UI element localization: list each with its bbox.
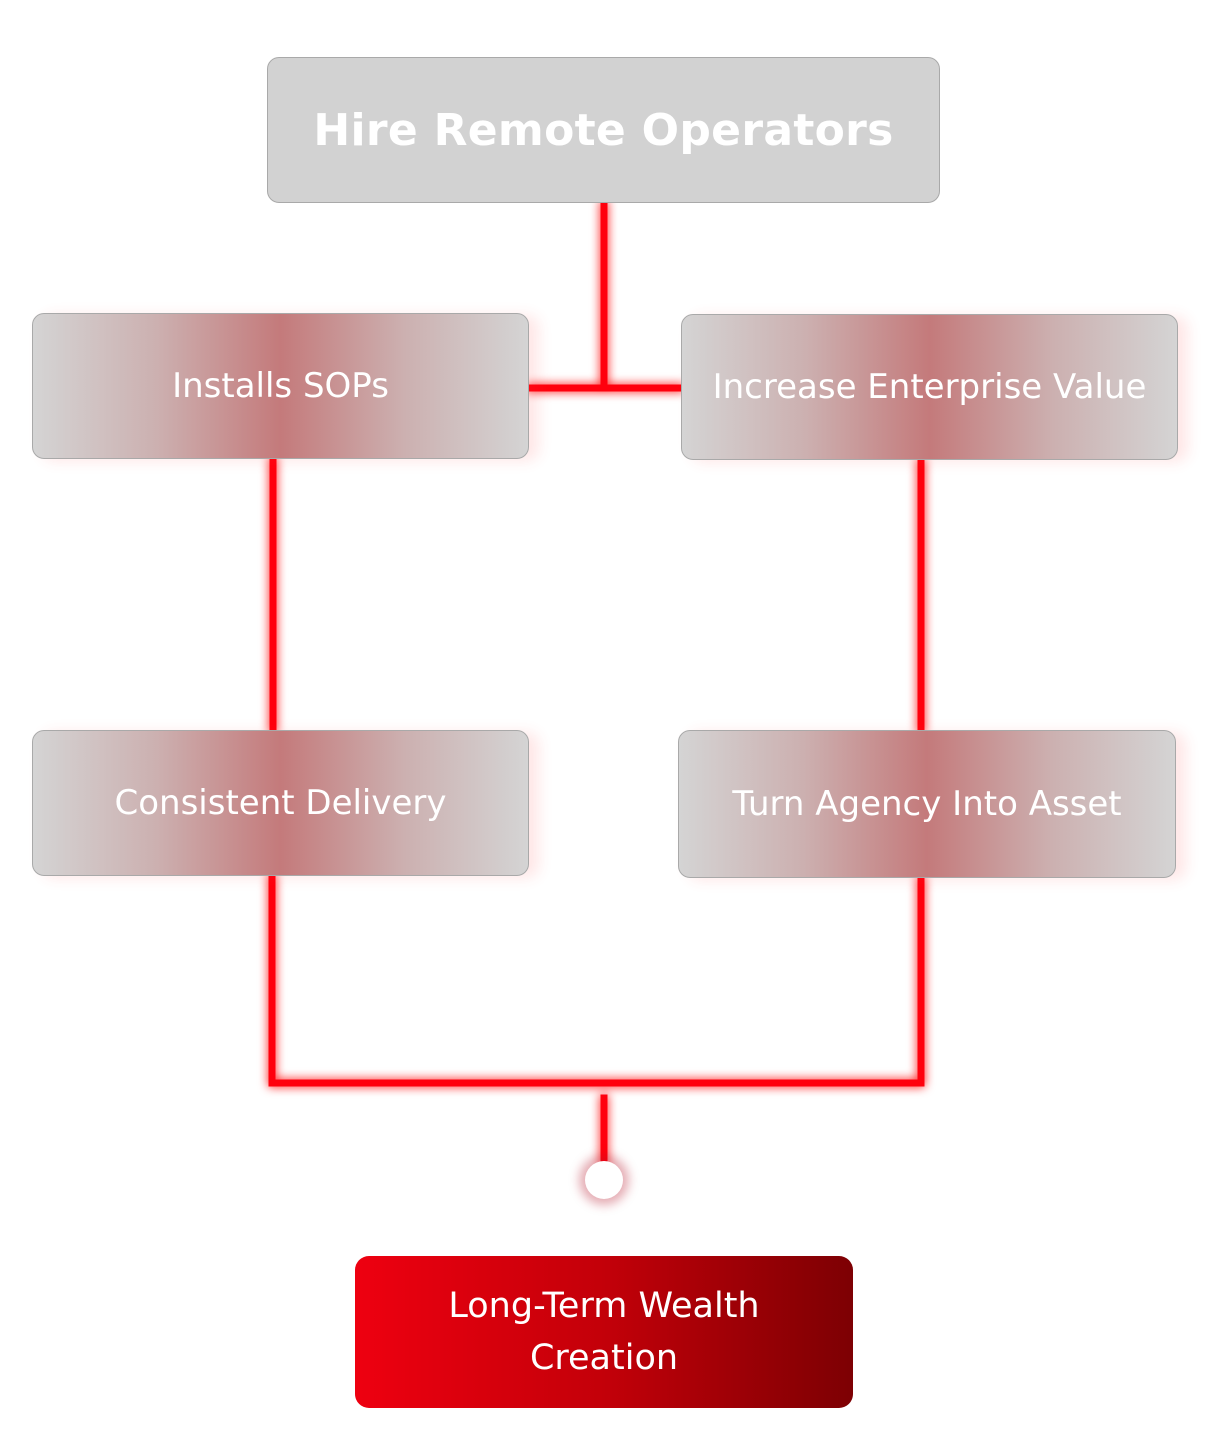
node-long-term-wealth-creation: Long-Term Wealth Creation xyxy=(355,1256,853,1408)
node-final-label-line1: Long-Term Wealth xyxy=(448,1286,760,1326)
node-turn-agency-into-asset: Turn Agency Into Asset xyxy=(678,730,1176,878)
node-increase-enterprise-value-label: Increase Enterprise Value xyxy=(712,367,1147,407)
node-consistent-delivery-label: Consistent Delivery xyxy=(114,783,447,823)
node-final-label-line2: Creation xyxy=(529,1338,679,1378)
node-installs-sops: Installs SOPs xyxy=(32,313,529,459)
node-consistent-delivery: Consistent Delivery xyxy=(32,730,529,876)
node-hire-remote-operators: Hire Remote Operators xyxy=(267,57,940,203)
connector-endpoint-circle xyxy=(585,1161,623,1199)
node-increase-enterprise-value: Increase Enterprise Value xyxy=(681,314,1178,460)
node-installs-sops-label: Installs SOPs xyxy=(172,366,389,406)
node-hire-remote-operators-label: Hire Remote Operators xyxy=(313,104,894,156)
node-turn-agency-into-asset-label: Turn Agency Into Asset xyxy=(732,784,1122,824)
